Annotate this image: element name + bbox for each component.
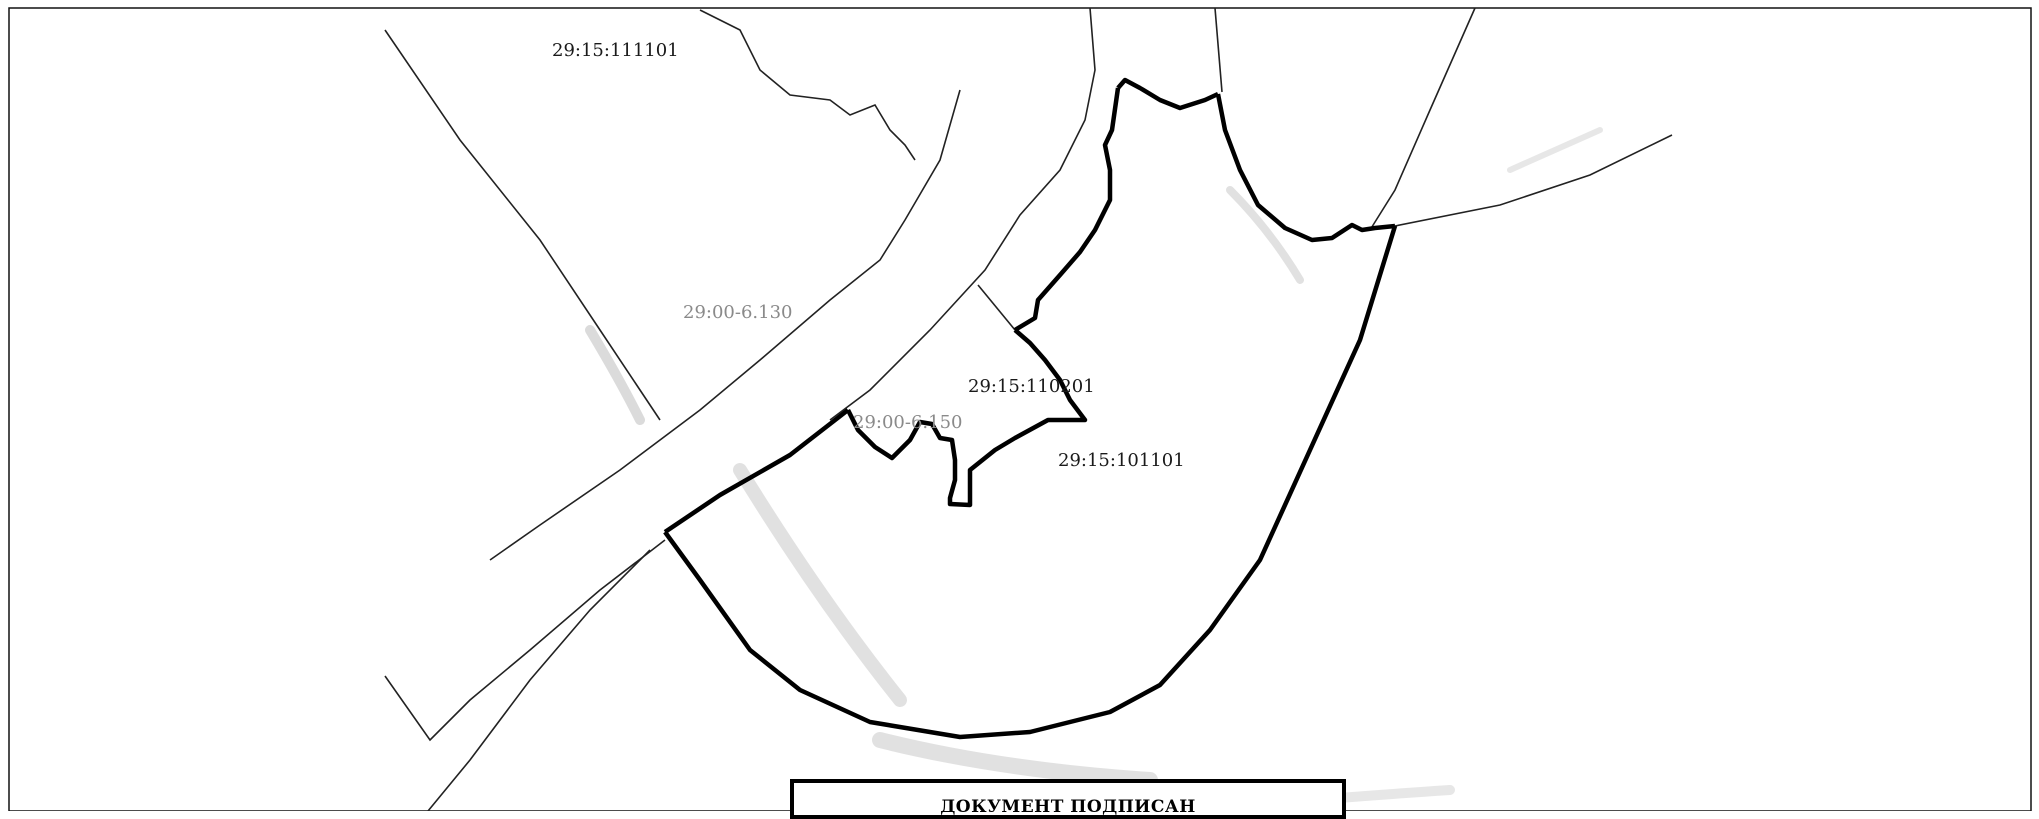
inner-divider xyxy=(977,284,1016,331)
bold-loop-south xyxy=(663,225,1398,740)
parcel-boundary-101101 xyxy=(665,82,1395,505)
bold-edge-west xyxy=(663,408,850,534)
parcel-label-6150: 29:00-6.150 xyxy=(853,412,963,433)
corridor-upper-bank xyxy=(699,9,916,161)
bold-notch xyxy=(845,328,1088,508)
parcel-label-111101: 29:15:111101 xyxy=(552,40,679,61)
map-frame xyxy=(8,7,2032,811)
signature-stamp: ДОКУМЕНТ ПОДПИСАН xyxy=(790,779,1346,819)
road-line-right xyxy=(1369,7,1476,231)
bold-spike-north xyxy=(1013,87,1121,332)
bold-cap xyxy=(1116,77,1219,111)
thin-boundary-lines xyxy=(384,7,1673,811)
corridor-south-edge xyxy=(427,549,651,811)
corridor-east-edge xyxy=(829,7,1096,421)
stamp-title: ДОКУМЕНТ ПОДПИСАН xyxy=(940,797,1196,817)
road-line-east xyxy=(1394,134,1673,227)
bold-boundaries xyxy=(663,77,1398,740)
bold-edge-east xyxy=(1215,93,1396,243)
parcel-label-110201: 29:15:110201 xyxy=(968,376,1095,397)
parcel-label-101101: 29:15:101101 xyxy=(1058,450,1185,471)
corridor-west-edge xyxy=(489,89,961,561)
parcel-label-6130: 29:00-6.130 xyxy=(683,302,793,323)
corridor-lower-edge xyxy=(384,539,666,742)
north-line xyxy=(1214,7,1223,93)
road-line-left xyxy=(384,29,661,421)
